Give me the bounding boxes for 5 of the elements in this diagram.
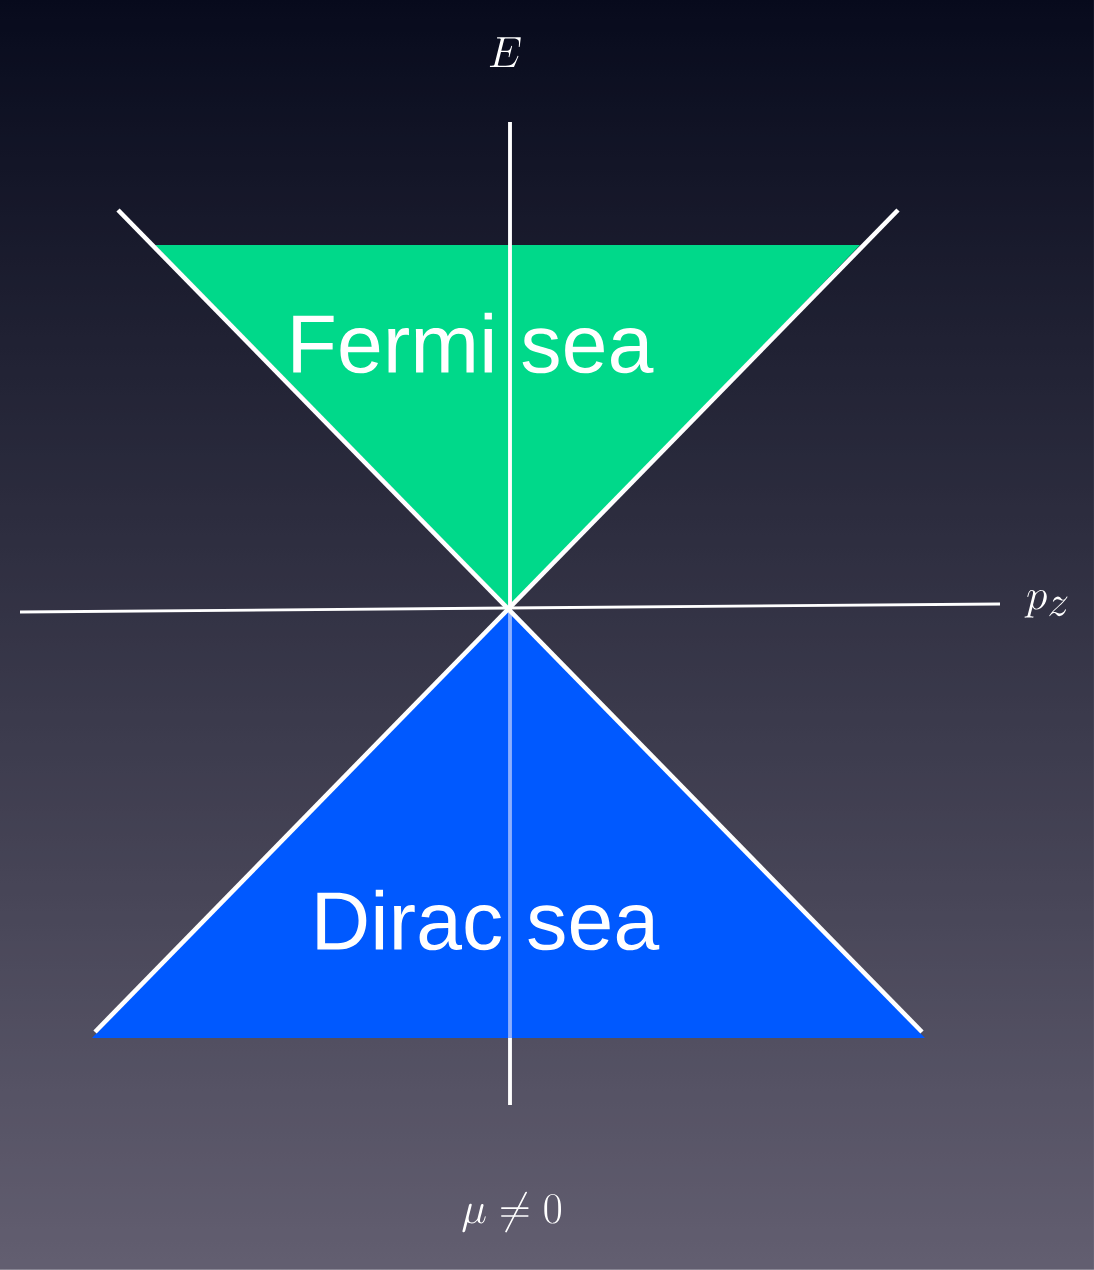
condition-formula: $\mu\neq 0$ [462,1191,561,1233]
axis-label: $p_z$ [1024,589,1068,618]
region-label: Dirac sea [317,889,660,951]
region-label: Fermi sea [293,312,654,374]
axis-label: $E$ [489,37,521,67]
